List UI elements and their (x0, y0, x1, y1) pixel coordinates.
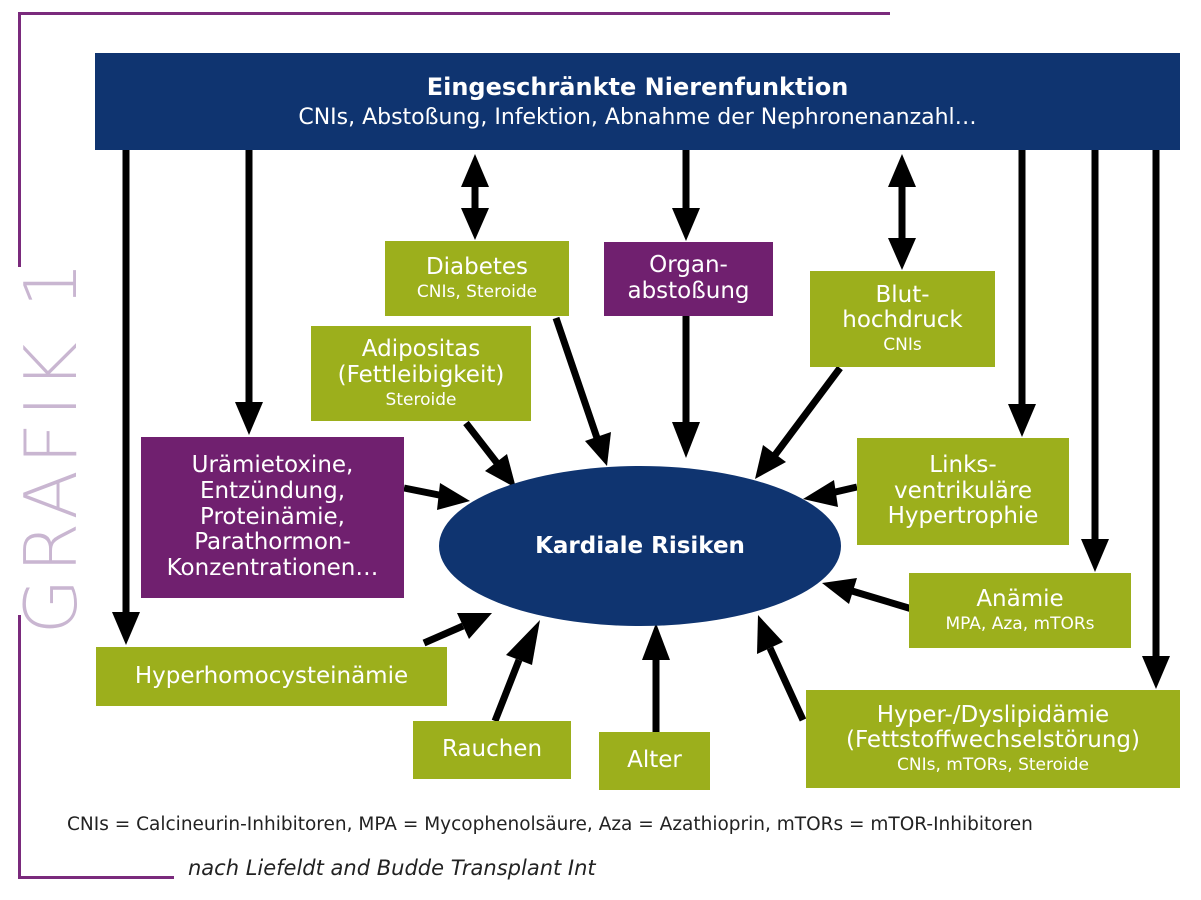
header-kidney-function: Eingeschränkte Nierenfunktion CNIs, Abst… (95, 53, 1180, 150)
arrowhead-dyslipidaemie (1142, 656, 1170, 689)
header-subtitle: CNIs, Abstoßung, Infektion, Abnahme der … (298, 105, 977, 130)
arrow-bluthochdruck-to-center (772, 365, 843, 458)
diabetes-causes: CNIs, Steroide (416, 281, 538, 302)
diabetes-label: Diabetes (425, 254, 529, 281)
organabstossung-line1: Organ- (649, 252, 728, 279)
arrowhead-diabetes-down (461, 208, 489, 240)
bluthochdruck-line2: hochdruck (842, 307, 963, 334)
arrowhead-rauchen-center (506, 620, 540, 665)
arrow-adipositas-to-center (463, 420, 500, 466)
diabetes-box: Diabetes CNIs, Steroide (385, 241, 569, 316)
frame-left-line-lower (18, 615, 21, 879)
lvh-line3: Hypertrophie (887, 503, 1039, 530)
uraemie-box: Urämietoxine, Entzündung, Proteinämie, P… (141, 437, 404, 598)
arrowhead-hyperhomocysteinaemie (112, 612, 140, 645)
frame-left-line-upper (18, 12, 21, 267)
lvh-line1: Links- (929, 451, 997, 478)
source-citation: nach Liefeldt and Budde Transplant Int (188, 856, 596, 880)
lvh-box: Links- ventrikuläre Hypertrophie (857, 438, 1069, 545)
arrow-diabetes-to-center (552, 316, 601, 440)
arrowhead-anaemie-center (822, 578, 857, 604)
abbreviations-footnote: CNIs = Calcineurin-Inhibitoren, MPA = My… (67, 814, 1033, 835)
rauchen-label: Rauchen (441, 736, 543, 763)
hyperhomocysteinaemie-label: Hyperhomocysteinämie (134, 662, 409, 689)
arrow-uraemie-to-center (403, 484, 445, 500)
arrowhead-organabstossung (672, 208, 700, 241)
arrowhead-diabetes-center (585, 432, 611, 466)
uraemie-line2: Entzündung, (199, 477, 346, 504)
bluthochdruck-box: Blut- hochdruck CNIs (810, 271, 995, 367)
arrowhead-lvh-center (803, 480, 838, 507)
adipositas-box: Adipositas (Fettleibigkeit) Steroide (311, 326, 531, 421)
header-title: Eingeschränkte Nierenfunktion (426, 73, 849, 101)
arrowhead-bluthochdruck-up (888, 154, 916, 187)
arrow-anaemie-to-center (850, 587, 914, 613)
bluthochdruck-causes: CNIs (883, 335, 922, 356)
bluthochdruck-line1: Blut- (875, 281, 930, 308)
arrowhead-bluthochdruck-down (888, 238, 916, 270)
arrowhead-bluthochdruck-center (755, 445, 786, 479)
rauchen-box: Rauchen (413, 721, 571, 779)
arrow-rauchen-to-center (491, 658, 523, 723)
arrowhead-hyperhomocysteinaemie-center (457, 613, 492, 639)
uraemie-line1: Urämietoxine, (191, 452, 354, 479)
arrowhead-adipositas-center (485, 454, 516, 488)
organabstossung-box: Organ- abstoßung (604, 242, 773, 316)
dyslipidaemie-line1: Hyper-/Dyslipidämie (876, 701, 1110, 728)
arrowhead-anaemie (1081, 539, 1109, 572)
arrow-dyslipidaemie-to-center (766, 646, 807, 722)
anaemie-label: Anämie (976, 586, 1064, 613)
uraemie-line5: Konzentrationen… (166, 555, 379, 582)
frame-bottom-line (18, 876, 174, 879)
arrowhead-dyslipidaemie-center (757, 615, 783, 654)
alter-box: Alter (599, 732, 710, 790)
arrowhead-uraemie-center (437, 483, 470, 510)
uraemie-line4: Parathormon- (194, 529, 351, 556)
arrowhead-alter-center (642, 623, 670, 660)
anaemie-box: Anämie MPA, Aza, mTORs (909, 573, 1131, 648)
arrowhead-diabetes-up (461, 154, 489, 187)
arrowhead-lvh (1008, 404, 1036, 437)
arrow-hyperhomocysteinaemie-to-center (422, 622, 465, 647)
adipositas-line1: Adipositas (361, 336, 481, 363)
dyslipidaemie-causes: CNIs, mTORs, Steroide (897, 755, 1089, 776)
uraemie-line3: Proteinämie, (200, 503, 345, 530)
dyslipidaemie-line2: (Fettstoffwechselstörung) (845, 727, 1140, 754)
arrowhead-organabstossung-center (672, 422, 700, 458)
frame-top-line (18, 12, 890, 15)
center-cardiac-risks: Kardiale Risiken (439, 466, 841, 626)
anaemie-causes: MPA, Aza, mTORs (945, 613, 1095, 634)
lvh-line2: ventrikuläre (894, 477, 1032, 504)
hyperhomocysteinaemie-box: Hyperhomocysteinämie (96, 647, 447, 706)
adipositas-causes: Steroide (385, 389, 457, 410)
dyslipidaemie-box: Hyper-/Dyslipidämie (Fettstoffwechselstö… (806, 690, 1180, 788)
adipositas-line2: (Fettleibigkeit) (337, 361, 505, 388)
arrowhead-uraemie (235, 402, 263, 435)
organabstossung-line2: abstoßung (627, 278, 750, 304)
alter-label: Alter (627, 747, 682, 774)
